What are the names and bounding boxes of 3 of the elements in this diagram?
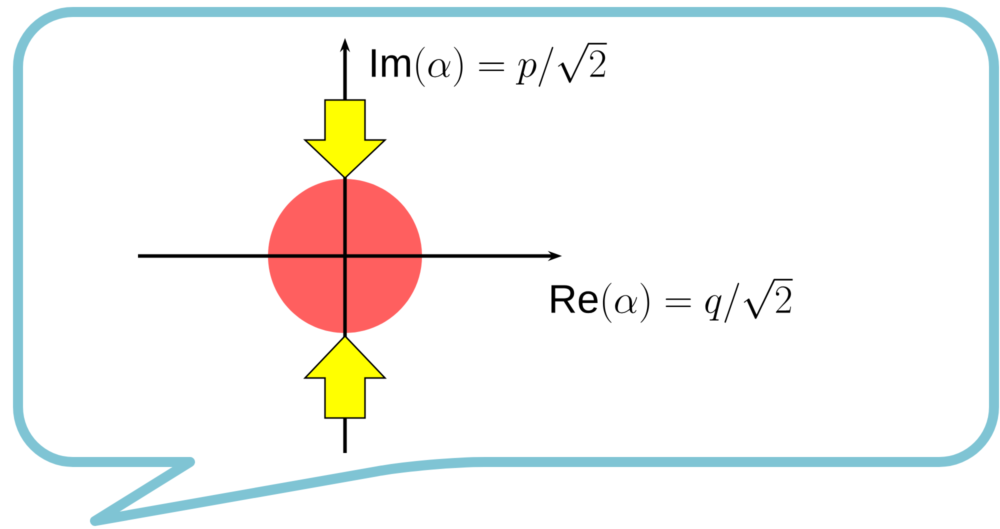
formula-label: $\mathsf{Im}(\alpha) = p/\sqrt{2}$ [372,42,607,87]
disc [268,179,422,333]
formula-label: $\mathsf{Re}(\alpha) = q/\sqrt{2}$ [551,278,793,323]
